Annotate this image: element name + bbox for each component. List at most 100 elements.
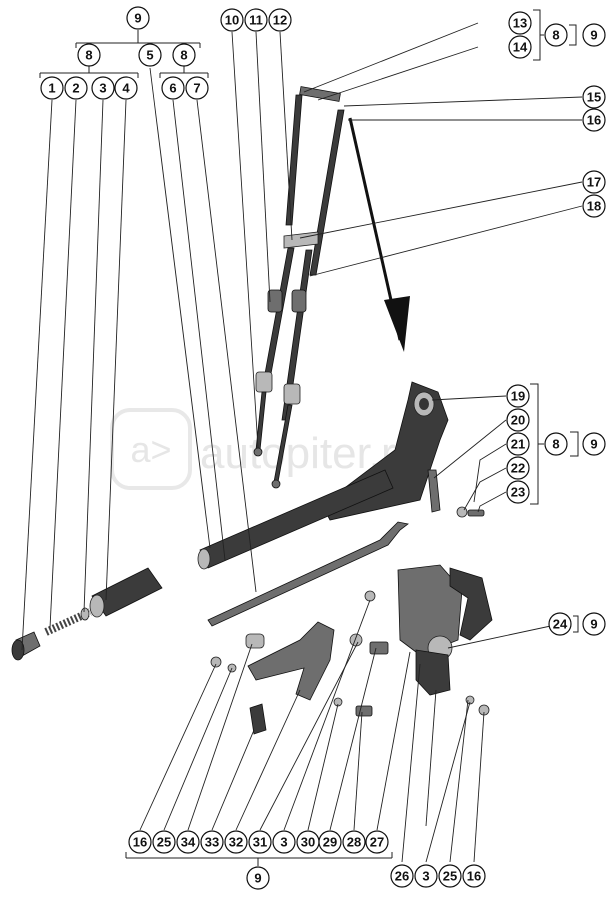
svg-text:9: 9 [590,28,597,43]
cable-assembly [253,86,345,489]
callout-3: 3 [91,76,115,100]
svg-text:29: 29 [323,835,337,850]
svg-text:3: 3 [99,81,106,96]
callout-25-bottom: 25 [152,830,176,854]
mounting-bracket [210,506,490,735]
svg-text:8: 8 [85,48,92,63]
svg-text:3: 3 [280,835,287,850]
svg-text:5: 5 [146,48,153,63]
svg-text:23: 23 [511,485,525,500]
callout-5: 5 [138,43,162,67]
svg-text:16: 16 [467,869,481,884]
svg-text:8: 8 [552,437,559,452]
callout-8-left: 8 [77,43,101,67]
callout-9-upper-right: 9 [582,23,606,47]
svg-text:9: 9 [134,11,141,26]
svg-text:17: 17 [587,175,601,190]
bracket-24-9 [573,615,579,633]
callout-19: 19 [506,384,530,408]
callout-22: 22 [506,456,530,480]
svg-text:1: 1 [48,81,55,96]
svg-text:8: 8 [552,28,559,43]
callout-21: 21 [506,432,530,456]
callout-29: 29 [318,830,342,854]
svg-text:9: 9 [254,871,261,886]
leader-lines [21,22,583,863]
svg-text:32: 32 [229,835,243,850]
svg-text:16: 16 [587,113,601,128]
lever-rod [197,469,394,570]
callout-9-mid-right: 9 [582,432,606,456]
callout-15: 15 [582,85,606,109]
watermark: a> autopiter.ru [110,408,420,490]
callout-8-mid-right: 8 [544,432,568,456]
svg-text:19: 19 [511,389,525,404]
svg-text:14: 14 [513,40,528,55]
ratchet-sector [397,564,493,696]
svg-text:22: 22 [511,461,525,476]
callout-33: 33 [200,830,224,854]
svg-text:30: 30 [301,835,315,850]
callout-1: 1 [40,76,64,100]
callout-16-right: 16 [462,864,486,888]
watermark-logo: a> [130,429,171,470]
callout-10: 10 [220,8,244,32]
callout-8-upper-right: 8 [544,23,568,47]
callout-12: 12 [268,8,292,32]
svg-text:2: 2 [72,81,79,96]
callout-16-top: 16 [582,108,606,132]
svg-text:27: 27 [370,835,384,850]
svg-text:34: 34 [181,835,196,850]
svg-text:15: 15 [587,90,601,105]
direction-arrow [348,117,410,352]
svg-text:20: 20 [511,413,525,428]
callout-9-top: 9 [126,6,150,30]
svg-text:13: 13 [513,16,527,31]
callout-11: 11 [244,8,268,32]
callout-4: 4 [114,76,138,100]
group-brackets [39,9,579,866]
callout-23: 23 [506,480,530,504]
callout-7: 7 [185,76,209,100]
svg-text:4: 4 [122,81,130,96]
push-rod [207,521,409,627]
callout-2: 2 [64,76,88,100]
svg-text:8: 8 [180,48,187,63]
callout-8-right: 8 [172,43,196,67]
svg-text:7: 7 [193,81,200,96]
callout-13: 13 [508,11,532,35]
callout-18: 18 [582,194,606,218]
callout-17: 17 [582,170,606,194]
callout-26: 26 [390,864,414,888]
callout-30: 30 [296,830,320,854]
svg-text:3: 3 [422,869,429,884]
callout-27: 27 [365,830,389,854]
svg-text:25: 25 [157,835,171,850]
svg-text:24: 24 [553,617,568,632]
callout-9-bottom: 9 [246,866,270,890]
callout-34: 34 [176,830,200,854]
svg-text:10: 10 [225,13,239,28]
callout-3-right: 3 [414,864,438,888]
svg-text:6: 6 [169,81,176,96]
svg-text:31: 31 [253,835,267,850]
callout-14: 14 [508,35,532,59]
svg-text:16: 16 [133,835,147,850]
callout-6: 6 [161,76,185,100]
svg-text:25: 25 [443,869,457,884]
callout-3-bottom: 3 [272,830,296,854]
svg-text:11: 11 [249,13,263,28]
svg-text:26: 26 [395,869,409,884]
callout-16-bottom: 16 [128,830,152,854]
handle-parts [11,567,163,661]
svg-text:21: 21 [511,437,525,452]
svg-text:9: 9 [590,437,597,452]
callout-31: 31 [248,830,272,854]
callout-20: 20 [506,408,530,432]
callout-9-sector: 9 [582,612,606,636]
callout-24: 24 [548,612,572,636]
callout-32: 32 [224,830,248,854]
svg-text:33: 33 [205,835,219,850]
svg-text:12: 12 [273,13,287,28]
